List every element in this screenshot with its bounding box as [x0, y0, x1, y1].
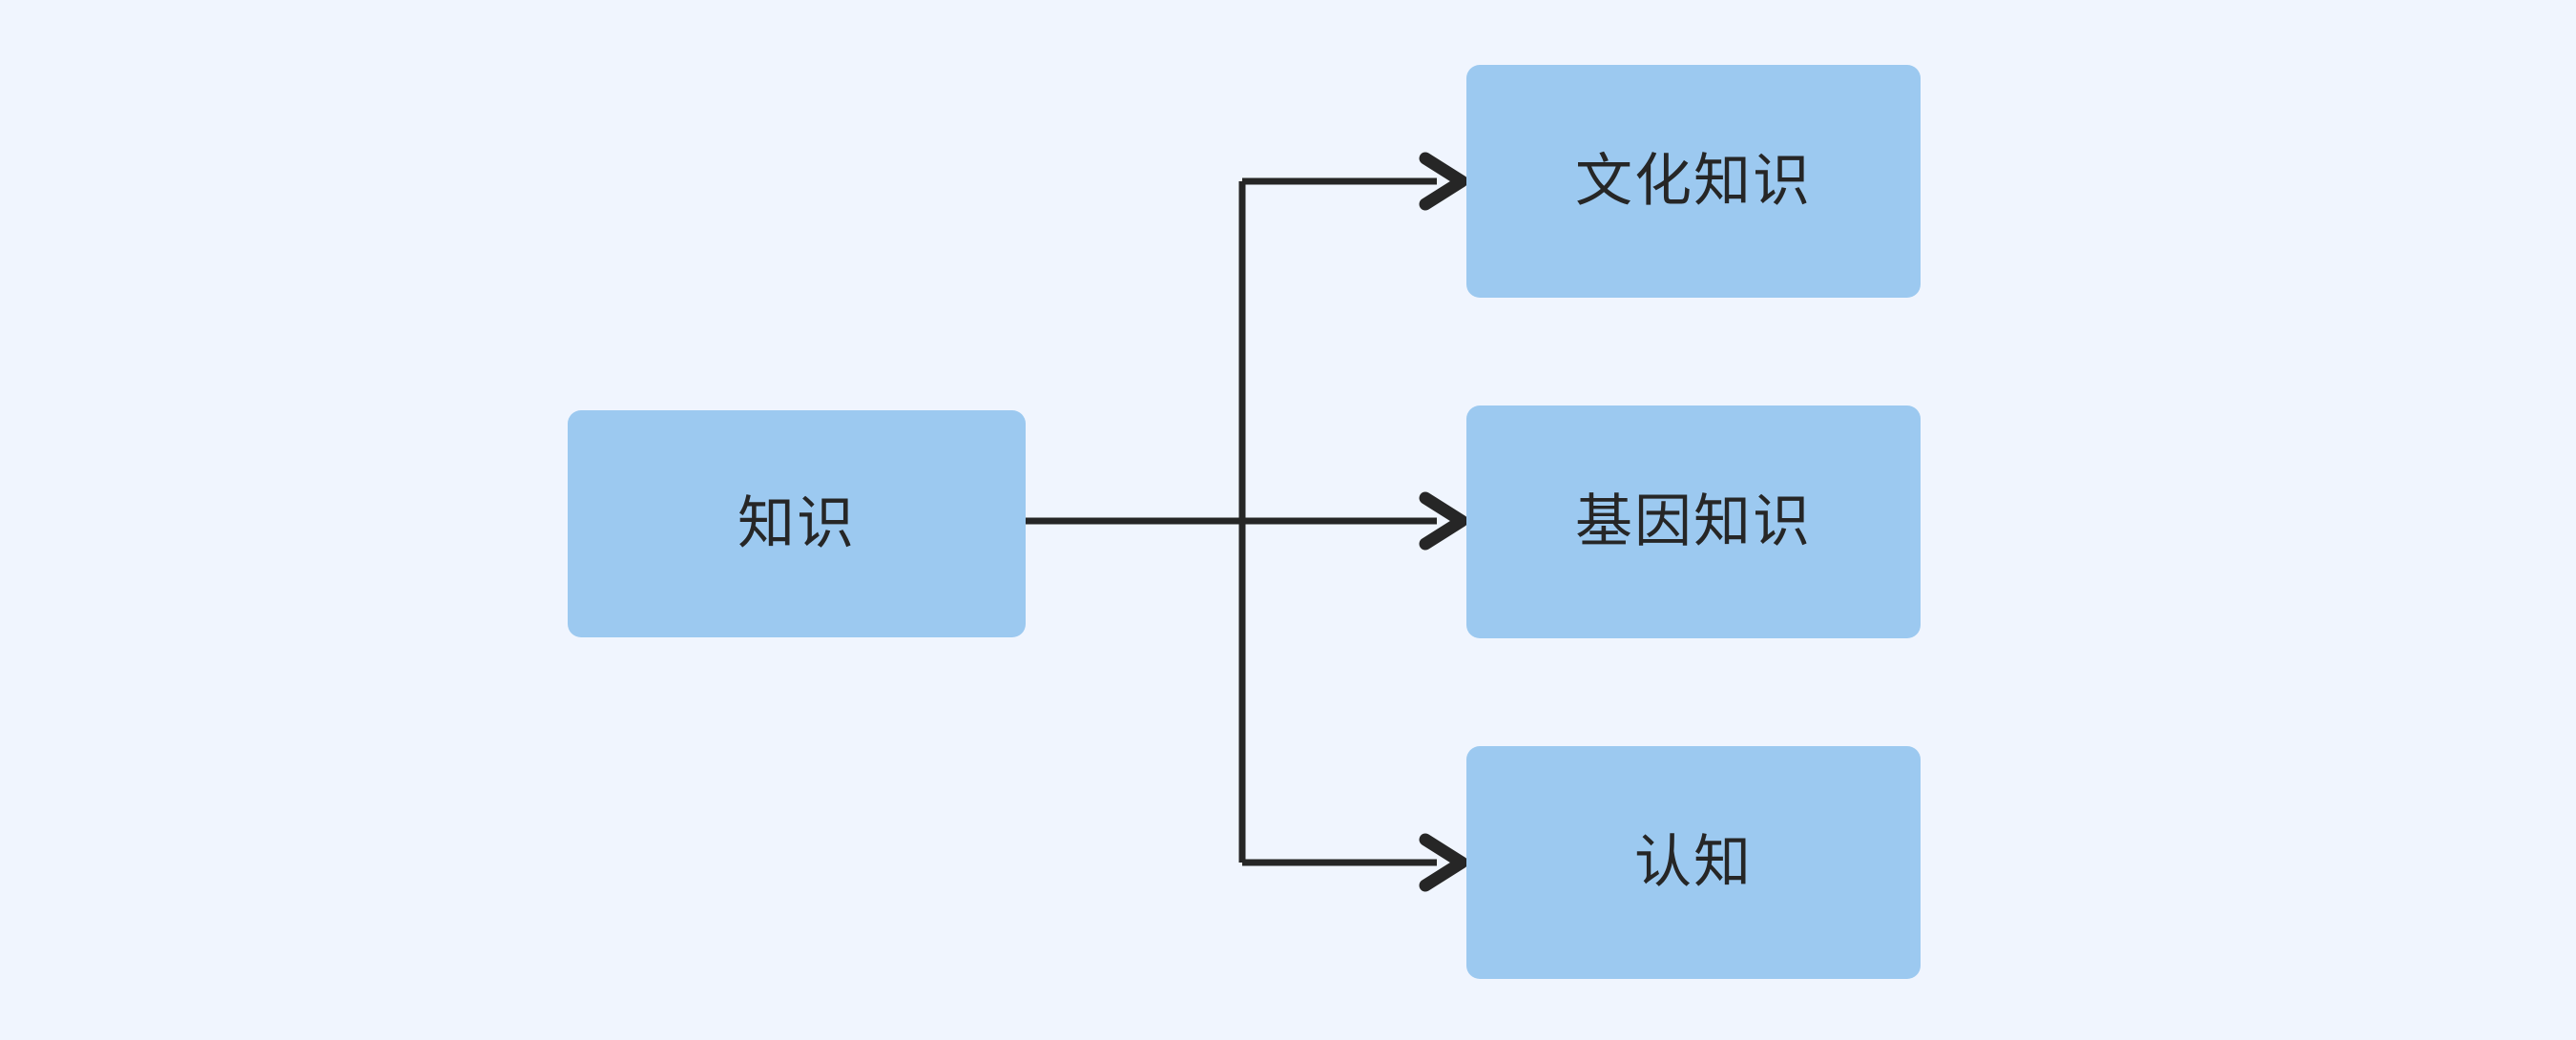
- arrowhead-icon-child-1: [1419, 491, 1468, 551]
- arrowhead-icon-child-0: [1419, 152, 1468, 211]
- node-root-label: 知识: [737, 490, 856, 557]
- node-child-2-label: 认知: [1634, 829, 1753, 896]
- node-child-cognition[interactable]: 认知: [1466, 746, 1921, 979]
- node-child-1-label: 基因知识: [1575, 489, 1812, 555]
- node-child-0-label: 文化知识: [1575, 148, 1812, 215]
- node-child-cultural-knowledge[interactable]: 文化知识: [1466, 65, 1921, 298]
- arrowhead-icon-child-2: [1419, 833, 1468, 892]
- node-root[interactable]: 知识: [568, 410, 1026, 637]
- node-child-genetic-knowledge[interactable]: 基因知识: [1466, 406, 1921, 638]
